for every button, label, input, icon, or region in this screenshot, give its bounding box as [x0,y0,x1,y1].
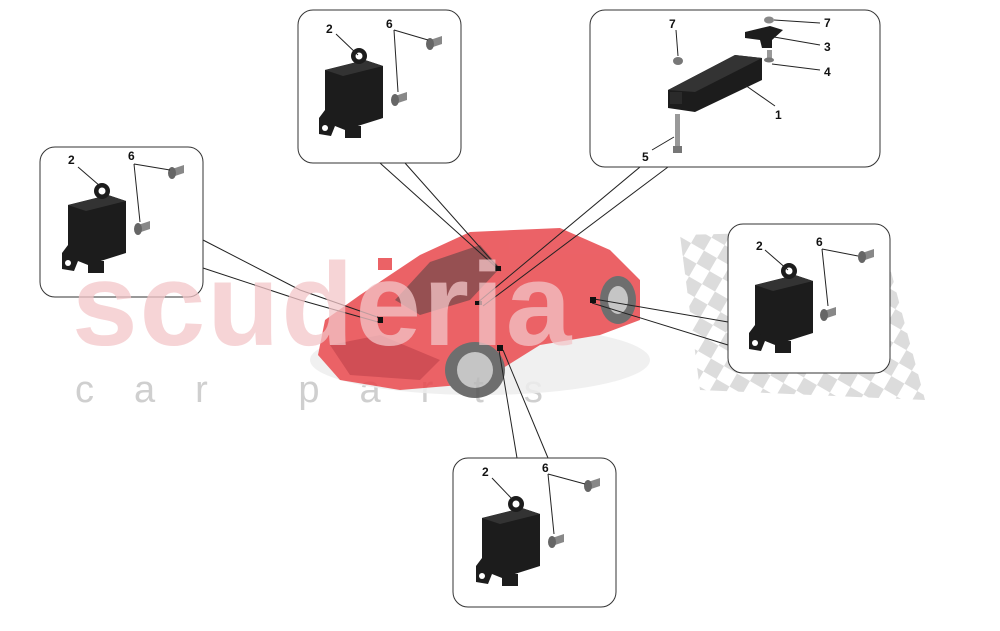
label-2: 2 [326,22,333,36]
car-illustration [310,228,650,398]
label-6: 6 [128,149,135,163]
label-4: 4 [824,65,831,79]
callout-top-center: 2 6 [319,17,442,138]
label-2: 2 [756,239,763,253]
leader-lines [202,162,729,459]
label-2: 2 [482,465,489,479]
nut-icon [673,57,683,65]
label-6: 6 [542,461,549,475]
screw-icon [764,50,774,63]
label-5: 5 [642,150,649,164]
callout-right: 2 6 [749,235,874,353]
label-3: 3 [824,40,831,54]
label-1: 1 [775,108,782,122]
long-bolt-icon [673,114,682,153]
label-2: 2 [68,153,75,167]
callout-bottom: 2 6 [476,461,600,586]
nut-icon [764,16,774,24]
label-6: 6 [816,235,823,249]
label-7: 7 [669,17,676,31]
label-7: 7 [824,16,831,30]
control-unit-icon [668,55,762,112]
watermark-brand: scuderia [72,239,573,371]
callout-top-right: 7 7 3 4 1 5 [642,16,831,164]
label-6: 6 [386,17,393,31]
callout-left: 2 6 [62,149,184,273]
mount-points [378,266,596,351]
bracket-icon [745,26,783,48]
